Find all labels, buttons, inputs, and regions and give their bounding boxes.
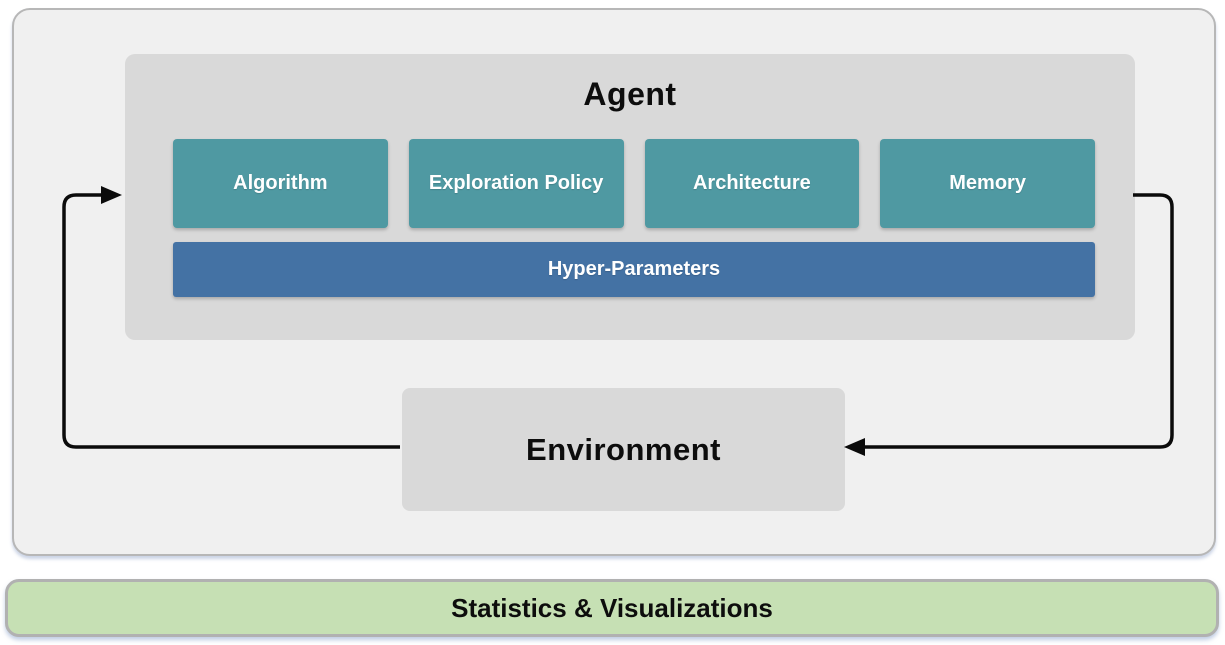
environment-box: Environment [402,388,845,511]
agent-module-memory: Memory [880,139,1095,228]
agent-module-architecture: Architecture [644,139,860,228]
agent-modules-row: Algorithm Exploration Policy Architectur… [173,139,1095,228]
environment-title: Environment [526,431,721,467]
agent-module-exploration-policy: Exploration Policy [408,139,624,228]
rl-loop-panel: Agent Algorithm Exploration Policy Archi… [12,8,1216,556]
agent-title: Agent [583,76,677,112]
agent-box: Agent Algorithm Exploration Policy Archi… [125,54,1135,340]
statistics-bar: Statistics & Visualizations [5,579,1219,637]
hyper-parameters-bar: Hyper-Parameters [173,242,1095,297]
statistics-bar-label: Statistics & Visualizations [451,592,773,623]
agent-module-algorithm: Algorithm [173,139,388,228]
